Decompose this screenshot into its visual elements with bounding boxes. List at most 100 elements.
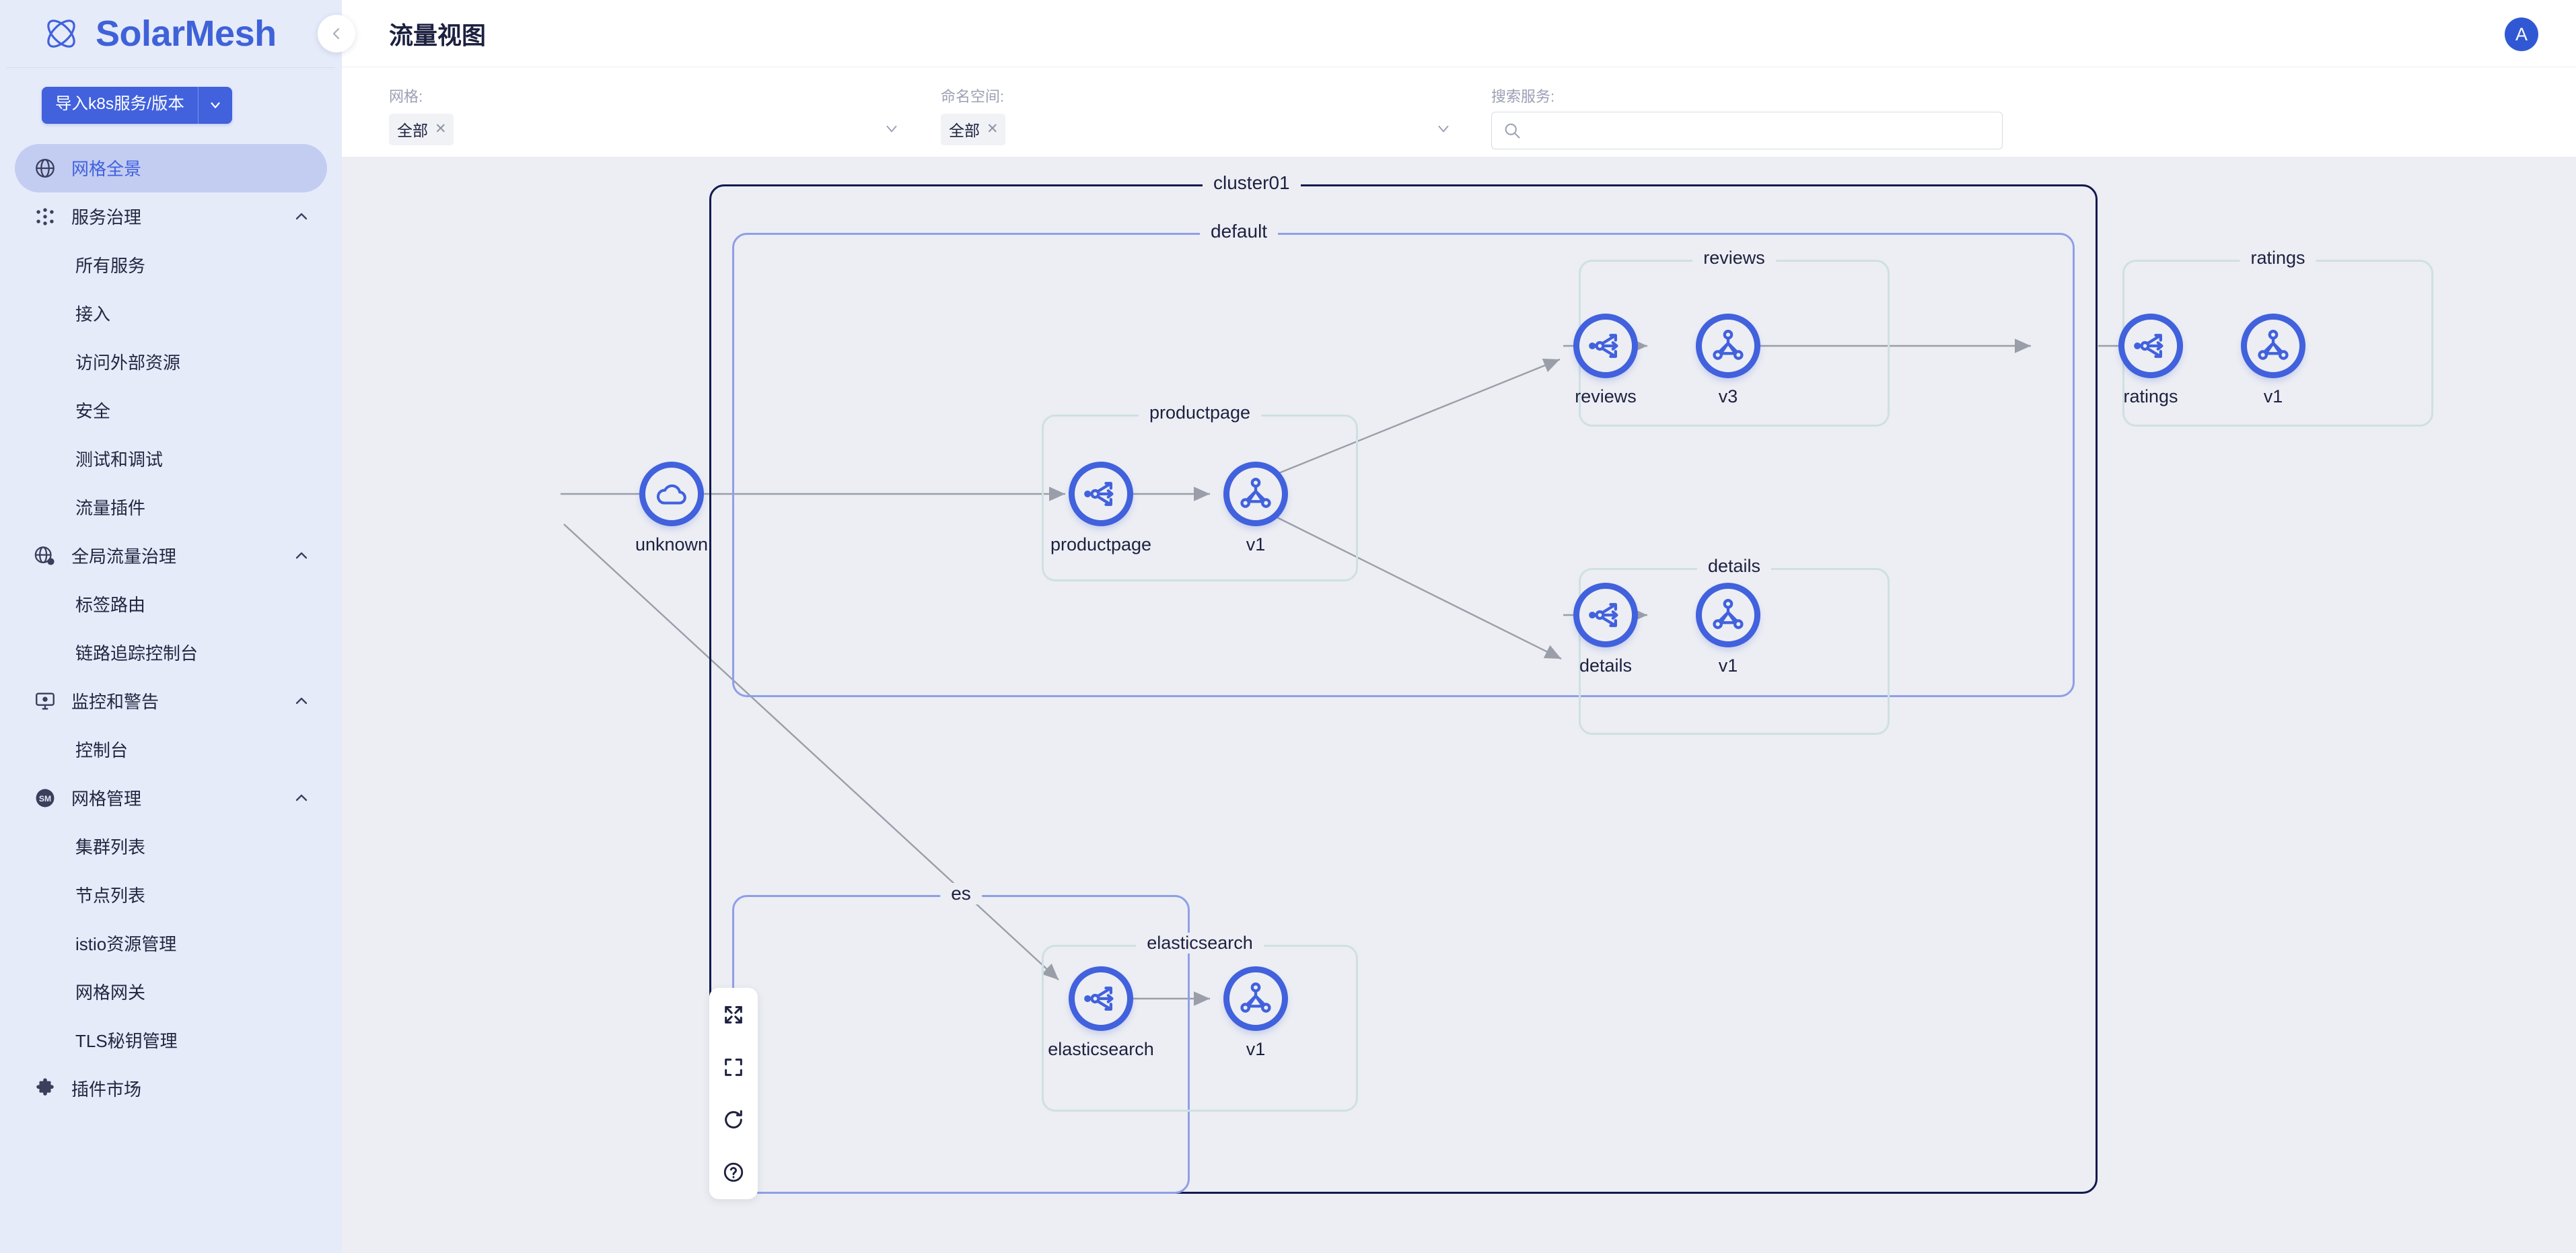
- search-input[interactable]: [1528, 121, 1991, 140]
- graph-node-unknown[interactable]: unknown: [635, 462, 708, 554]
- sidebar-item-mesh-gateway[interactable]: 网格网关: [15, 968, 327, 1016]
- filter-bar: 网格: 全部 ✕ 命名空间: 全部 ✕: [342, 67, 2576, 192]
- mesh-select[interactable]: 全部 ✕: [389, 112, 900, 147]
- workload-version-icon: [2258, 330, 2289, 360]
- sidebar-group-service-governance[interactable]: 服务治理: [15, 192, 327, 241]
- node-circle[interactable]: [2241, 314, 2305, 378]
- canvas-toolbar: [709, 988, 758, 1199]
- chevron-up-icon[interactable]: [293, 548, 310, 564]
- scatter-nodes-icon: [34, 205, 57, 228]
- sidebar-item-plugin-market[interactable]: 插件市场: [15, 1065, 327, 1113]
- service-router-icon: [1589, 603, 1618, 627]
- graph-node-reviews[interactable]: reviews: [1573, 314, 1638, 406]
- fullscreen-frame-icon: [725, 1059, 742, 1076]
- search-filter: 搜索服务:: [1491, 85, 2003, 149]
- sidebar-group-label: 全局流量治理: [71, 546, 177, 567]
- close-icon[interactable]: ✕: [987, 121, 999, 137]
- chevron-down-icon[interactable]: [1435, 120, 1452, 137]
- node-circle[interactable]: [1696, 583, 1760, 647]
- sidebar-group-mesh-management[interactable]: SM 网格管理: [15, 774, 327, 822]
- sidebar-item-console[interactable]: 控制台: [15, 725, 327, 774]
- mesh-selected-value: 全部: [397, 121, 428, 139]
- node-circle[interactable]: [1069, 966, 1133, 1031]
- avatar[interactable]: A: [2505, 17, 2538, 51]
- chevron-down-icon[interactable]: [883, 120, 900, 137]
- fit-expand-button[interactable]: [716, 997, 751, 1032]
- service-router-icon: [1084, 987, 1114, 1011]
- node-circle[interactable]: [1573, 583, 1638, 647]
- chevron-up-icon[interactable]: [293, 790, 310, 806]
- graph-node-elasticsearch[interactable]: elasticsearch: [1048, 966, 1154, 1059]
- graph-node-details[interactable]: details: [1573, 583, 1638, 676]
- sidebar-nav: 网格全景 服务治理 所有服务 接入 访问外部资源 安全 测试和: [0, 143, 342, 1113]
- sidebar-sub-label: istio资源管理: [75, 934, 177, 954]
- service-router-icon: [1589, 334, 1618, 358]
- atom-logo-icon: [42, 14, 81, 53]
- traffic-graph-canvas[interactable]: cluster01 default productpage reviews ra…: [342, 157, 2576, 1253]
- sidebar-item-security[interactable]: 安全: [15, 386, 327, 435]
- sidebar-sub-label: 接入: [75, 304, 111, 324]
- namespace-selected-tag[interactable]: 全部 ✕: [941, 113, 1005, 145]
- node-circle[interactable]: [1223, 462, 1288, 526]
- help-button[interactable]: [716, 1155, 751, 1190]
- import-divider: [197, 87, 199, 124]
- avatar-initial: A: [2515, 24, 2528, 44]
- sidebar-item-node-list[interactable]: 节点列表: [15, 871, 327, 919]
- import-row: 导入k8s服务/版本: [0, 68, 342, 144]
- node-circle[interactable]: [1696, 314, 1760, 378]
- sidebar-item-istio-resources[interactable]: istio资源管理: [15, 919, 327, 968]
- sidebar-sub-label: TLS秘钥管理: [75, 1031, 178, 1051]
- import-dropdown-toggle[interactable]: [198, 87, 232, 124]
- fullscreen-button[interactable]: [716, 1050, 751, 1085]
- sm-badge-icon: SM: [34, 787, 57, 810]
- sidebar-item-mesh-overview[interactable]: 网格全景: [15, 143, 327, 192]
- graph-node-ratings-v1[interactable]: v1: [2241, 314, 2305, 406]
- graph-node-elasticsearch-v1[interactable]: v1: [1223, 966, 1288, 1059]
- brand[interactable]: SolarMesh: [0, 0, 342, 67]
- mesh-selected-tag[interactable]: 全部 ✕: [389, 113, 454, 145]
- node-label: v3: [1718, 386, 1738, 406]
- chevron-up-icon[interactable]: [293, 209, 310, 225]
- node-circle[interactable]: [1069, 462, 1133, 526]
- sidebar-item-label: 网格全景: [71, 159, 142, 179]
- sidebar-item-tls-key-management[interactable]: TLS秘钥管理: [15, 1016, 327, 1065]
- node-label: reviews: [1575, 386, 1637, 406]
- chevron-down-icon: [211, 102, 220, 109]
- node-circle[interactable]: [639, 462, 704, 526]
- brand-name: SolarMesh: [96, 13, 277, 54]
- graph-node-productpage[interactable]: productpage: [1050, 462, 1151, 554]
- node-label: ratings: [2123, 386, 2178, 406]
- node-label: elasticsearch: [1048, 1039, 1154, 1059]
- sidebar-group-global-traffic[interactable]: 全局流量治理: [15, 532, 327, 580]
- sidebar-item-traffic-plugins[interactable]: 流量插件: [15, 483, 327, 532]
- sidebar-sub-label: 测试和调试: [75, 450, 164, 470]
- sidebar-item-test-debug[interactable]: 测试和调试: [15, 435, 327, 483]
- sidebar-item-cluster-list[interactable]: 集群列表: [15, 822, 327, 871]
- namespace-select[interactable]: 全部 ✕: [941, 112, 1452, 147]
- sidebar-group-label: 监控和警告: [71, 692, 159, 712]
- graph-node-productpage-v1[interactable]: v1: [1223, 462, 1288, 554]
- sidebar-group-monitoring-alerts[interactable]: 监控和警告: [15, 677, 327, 725]
- sidebar-collapse-button[interactable]: [318, 15, 355, 52]
- reload-button[interactable]: [716, 1102, 751, 1137]
- search-box[interactable]: [1491, 112, 2003, 149]
- node-circle[interactable]: [1223, 966, 1288, 1031]
- sidebar-item-all-services[interactable]: 所有服务: [15, 241, 327, 289]
- node-circle[interactable]: [1573, 314, 1638, 378]
- sidebar-item-label-routing[interactable]: 标签路由: [15, 580, 327, 629]
- chevron-up-icon[interactable]: [293, 693, 310, 709]
- node-label: unknown: [635, 534, 709, 554]
- sidebar-item-external-resources[interactable]: 访问外部资源: [15, 338, 327, 386]
- svg-text:SM: SM: [39, 794, 51, 803]
- import-k8s-button[interactable]: 导入k8s服务/版本: [42, 87, 232, 124]
- sidebar-item-tracing-console[interactable]: 链路追踪控制台: [15, 629, 327, 677]
- workload-version-icon: [1713, 599, 1744, 629]
- graph-node-details-v1[interactable]: v1: [1696, 583, 1760, 676]
- graph-node-ratings[interactable]: ratings: [2118, 314, 2183, 406]
- node-label: v1: [1246, 1039, 1266, 1059]
- node-circle[interactable]: [2118, 314, 2183, 378]
- namespace-filter-label: 命名空间:: [941, 88, 1005, 105]
- close-icon[interactable]: ✕: [435, 121, 447, 137]
- graph-node-reviews-v3[interactable]: v3: [1696, 314, 1760, 406]
- sidebar-item-ingress[interactable]: 接入: [15, 289, 327, 338]
